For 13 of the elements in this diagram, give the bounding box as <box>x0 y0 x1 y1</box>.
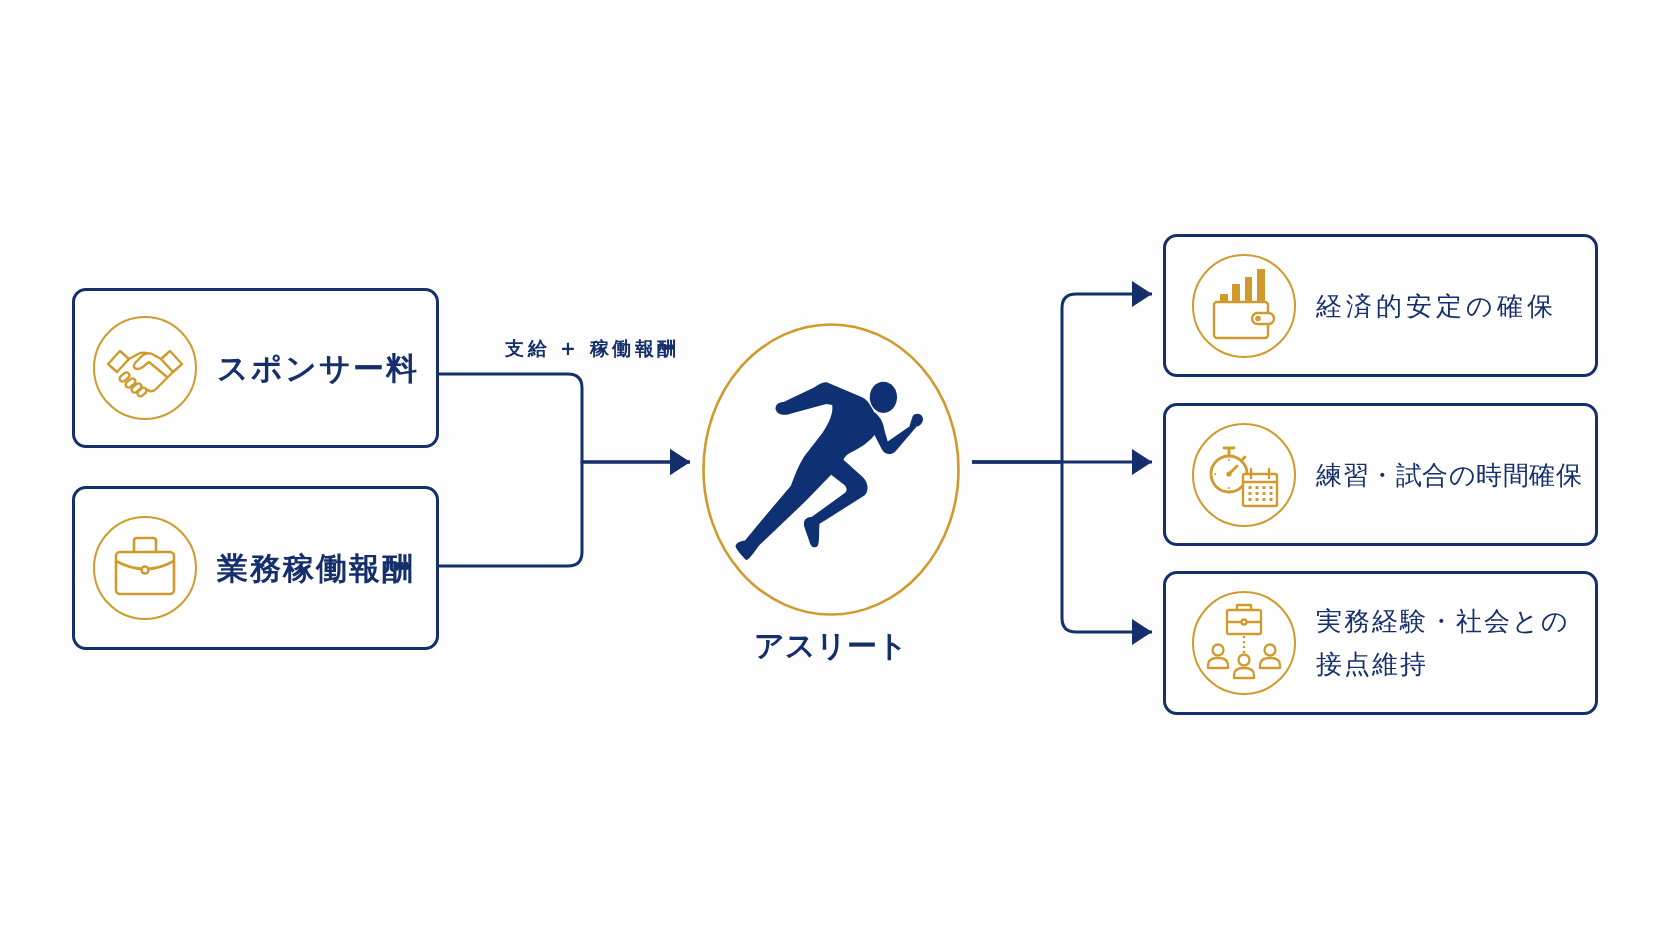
benefit-title: 経済的安定の確保 <box>1316 289 1557 322</box>
source-title: 業務稼働報酬 <box>217 548 415 588</box>
source-title: スポンサー料 <box>217 348 419 388</box>
source-card <box>72 288 439 448</box>
athlete-title: アスリート <box>754 628 908 664</box>
benefit-card <box>1163 234 1598 377</box>
benefit-title: 練習・試合の時間確保 <box>1316 458 1582 491</box>
benefit-card <box>1163 571 1598 715</box>
arrow <box>972 460 1152 645</box>
source-card <box>72 486 439 650</box>
benefit-title: 実務経験・社会との接点維持 <box>1316 605 1571 681</box>
benefit-card <box>1163 403 1598 546</box>
arrow <box>439 449 690 568</box>
